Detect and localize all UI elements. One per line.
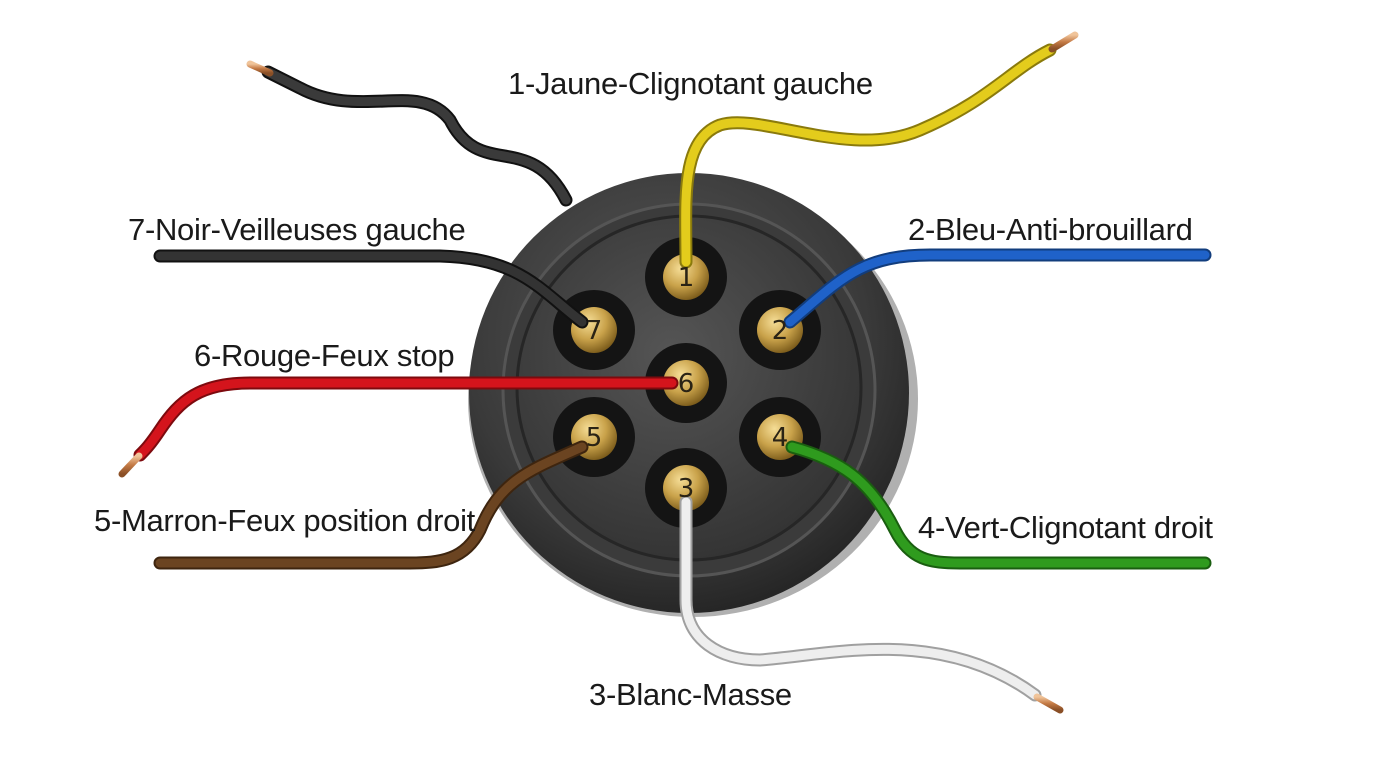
label-pin-4: 4-Vert-Clignotant droit: [918, 510, 1213, 545]
pin-number-1: 1: [678, 263, 695, 293]
wire-pin-4: [785, 440, 1241, 570]
pin-number-6: 6: [678, 369, 695, 399]
wire-pin-7: [124, 249, 589, 329]
label-pin-1: 1-Jaune-Clignotant gauche: [508, 66, 873, 101]
label-pin-6: 6-Rouge-Feux stop: [194, 338, 455, 373]
label-pin-7: 7-Noir-Veilleuses gauche: [128, 212, 466, 247]
wire-pin-2: [783, 248, 1241, 329]
pin-number-4: 4: [772, 423, 789, 453]
wire-pin-5: [124, 440, 589, 570]
wire-pin-3: [679, 495, 1064, 714]
pin-number-7: 7: [586, 316, 603, 346]
pin-number-5: 5: [586, 423, 603, 453]
wire-pin-1: [679, 31, 1079, 269]
label-pin-5: 5-Marron-Feux position droit: [94, 503, 475, 538]
label-pin-2: 2-Bleu-Anti-brouillard: [908, 212, 1193, 247]
pin-number-2: 2: [772, 316, 789, 346]
wire-pin-6: [118, 376, 679, 478]
label-pin-3: 3-Blanc-Masse: [589, 677, 792, 712]
pin-numbers: 1 2 3 4 5 6 7: [586, 263, 789, 504]
extra-black-wire: [246, 60, 573, 207]
pin-number-3: 3: [678, 474, 695, 504]
